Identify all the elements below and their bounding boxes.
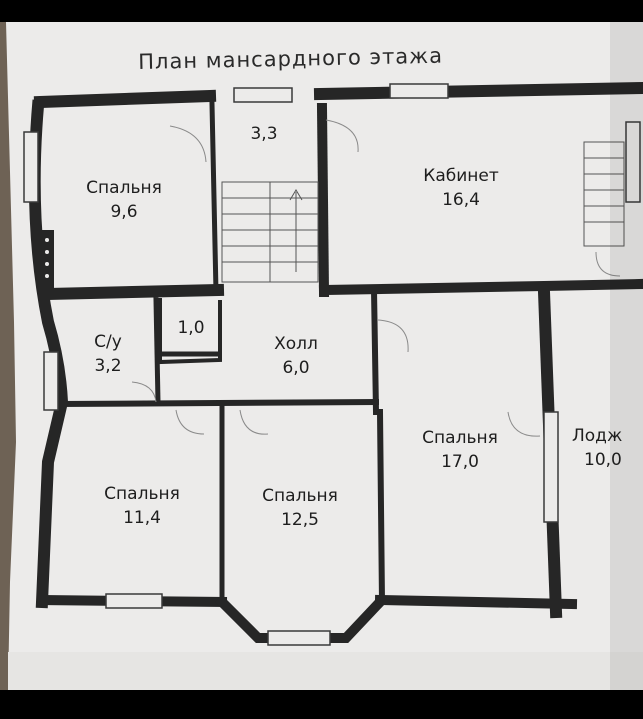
room-area: 3,3 xyxy=(250,124,278,144)
room-name: Спальня xyxy=(104,484,180,504)
room-stair-3-3: 3,3 xyxy=(234,122,294,146)
room-area: 9,6 xyxy=(110,202,138,222)
door-swings xyxy=(131,119,621,437)
windows xyxy=(23,83,641,646)
room-bedroom-17-0: Спальня 17,0 xyxy=(400,426,520,474)
room-area: 3,2 xyxy=(94,356,122,376)
room-loggia-10-0: Лодж 10,0 xyxy=(572,424,643,472)
room-name: Лодж xyxy=(572,426,623,446)
bottom-black-bar xyxy=(0,690,643,719)
room-area: 1,0 xyxy=(177,318,205,338)
room-name: Спальня xyxy=(262,486,338,506)
room-storage-1-0: 1,0 xyxy=(166,316,216,340)
room-bathroom-3-2: С/у 3,2 xyxy=(78,330,138,378)
stairs xyxy=(221,141,625,283)
room-name: Холл xyxy=(274,334,318,354)
room-area: 17,0 xyxy=(441,452,479,472)
room-area: 12,5 xyxy=(281,510,319,530)
floor-plan-photo: План мансардного этажа Спальня 9,6 3,3 К… xyxy=(0,22,643,690)
top-black-bar xyxy=(0,0,643,22)
room-area: 6,0 xyxy=(282,358,310,378)
room-area: 10,0 xyxy=(584,450,622,470)
room-bedroom-12-5: Спальня 12,5 xyxy=(240,484,360,532)
room-name: Кабинет xyxy=(423,166,499,186)
room-bedroom-9-6: Спальня 9,6 xyxy=(64,176,184,224)
room-hall-6-0: Холл 6,0 xyxy=(246,332,346,380)
paper-sheet xyxy=(6,22,643,690)
room-name: Спальня xyxy=(422,428,498,448)
room-name: С/у xyxy=(94,332,122,352)
room-name: Спальня xyxy=(86,178,162,198)
room-study-16-4: Кабинет 16,4 xyxy=(396,164,526,212)
room-bedroom-11-4: Спальня 11,4 xyxy=(82,482,202,530)
stove-icon xyxy=(40,230,54,290)
paper-bottom xyxy=(8,652,643,690)
room-area: 16,4 xyxy=(442,190,480,210)
floor-plan-drawing xyxy=(6,22,643,690)
room-area: 11,4 xyxy=(123,508,161,528)
